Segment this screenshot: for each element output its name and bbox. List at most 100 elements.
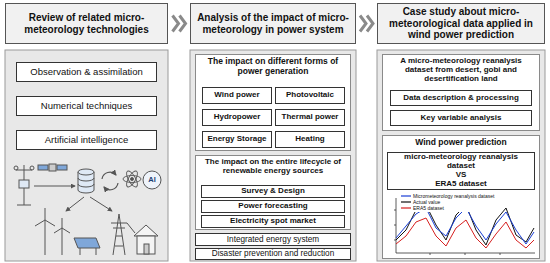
topic-box: Power forecasting [201, 200, 345, 213]
topic-box: Key variable analysis [390, 110, 532, 126]
topic-box: Data description & processing [390, 90, 532, 106]
solar-panel-icon-part [74, 238, 100, 248]
satellite-icon [38, 164, 67, 171]
solar-panel-icon [74, 238, 100, 255]
cycle-arrows-icon [102, 172, 118, 190]
flow-arrow [34, 186, 112, 211]
ai-head-icon [143, 171, 161, 189]
box-text: Data description & processing [403, 94, 519, 103]
box-text: VS [456, 171, 467, 180]
wind-turbine-icon-part [45, 220, 46, 255]
icon-label: AI [144, 175, 160, 184]
atom-icon [123, 169, 141, 188]
weather-station-icon-part [16, 170, 32, 171]
comparison-box: micro-meteorology reanalysis datasetVSER… [387, 152, 535, 190]
subpanel-ground-part [195, 155, 351, 230]
box-text: Power forecasting [238, 202, 307, 211]
database-icon-part [78, 178, 94, 181]
header-text: Analysis of the impact of micro-meteorol… [196, 12, 350, 35]
atom-icon-part [123, 176, 141, 183]
section-header: Analysis of the impact of micro-meteorol… [190, 3, 356, 44]
chart-axis-part [394, 210, 396, 211]
wind-turbine-icon [35, 208, 70, 255]
flow-arrow-part [66, 197, 84, 211]
topic-box: Numerical techniques [16, 96, 157, 116]
box-text: Thermal power [282, 113, 339, 122]
satellite-icon-part [57, 165, 67, 170]
legend-item: ERA5 dataset [401, 205, 494, 211]
chart-axis-part [396, 198, 397, 253]
box-text: Photovoltaic [286, 91, 334, 100]
cycle-arrows-icon-part [104, 183, 118, 190]
panel-heading: Wind power prediction [386, 138, 536, 148]
ai-head-icon-part [143, 171, 161, 189]
subpanel-ground [195, 54, 540, 259]
topic-box: Photovoltaic [275, 87, 345, 104]
wind-turbine-icon-part [45, 208, 46, 220]
box-text: Artificial intelligence [45, 135, 128, 145]
group-panel: The impact on the entire lifecycle of re… [195, 155, 351, 230]
atom-icon-part [124, 169, 139, 188]
box-text: micro-meteorology reanalysis dataset [391, 153, 531, 171]
topic-box: Wind power [202, 87, 272, 104]
topic-box: Integrated energy system [195, 233, 351, 246]
box-text: Survey & Design [241, 187, 305, 196]
topic-box: Heating [275, 131, 345, 148]
flow-arrow-part [34, 186, 75, 187]
wind-turbine-icon-part [45, 220, 55, 226]
atom-icon-part [124, 169, 139, 188]
section-header: Review of related micro-meteorology tech… [5, 3, 168, 44]
legend-text: Actual value [413, 199, 440, 205]
database-icon-part [78, 184, 94, 187]
weather-station-icon-part [17, 205, 31, 206]
group-panel: A micro-meteorology reanalysis dataset f… [382, 54, 540, 131]
header-text: Review of related micro-meteorology tech… [11, 12, 162, 35]
panel-heading: The impact on the entire lifecycle of re… [199, 158, 347, 176]
chevron-arrow [173, 16, 186, 32]
database-icon-part [78, 169, 94, 175]
subpanel-ground-part [382, 54, 540, 131]
topic-box: Survey & Design [201, 185, 345, 198]
chart-axis-part [500, 253, 501, 255]
box-text: Energy Storage [207, 135, 266, 144]
weather-station-icon-part [19, 180, 29, 188]
cycle-arrows-icon-part [102, 172, 116, 179]
box-text: ERA5 dataset [435, 180, 487, 189]
box-text: Key variable analysis [421, 114, 502, 123]
transmission-tower-icon [111, 214, 135, 255]
box-text: Disaster prevention and reduction [212, 249, 334, 258]
column-panel [5, 50, 545, 261]
house-icon-part [144, 244, 149, 254]
house-icon-part [137, 236, 155, 254]
solar-panel-icon-part [80, 248, 81, 255]
topic-box: Artificial intelligence [16, 130, 157, 150]
atom-icon-part [131, 178, 134, 181]
panel-heading: A micro-meteorology reanalysis dataset f… [386, 57, 536, 84]
chart-axis-part [465, 253, 466, 255]
legend-text: Micrometeorology reanalysis dataset [413, 193, 494, 199]
weather-station-icon [14, 165, 34, 205]
wind-turbine-icon-part [62, 228, 63, 255]
wind-turbine-icon-part [62, 218, 63, 228]
panel-heading: The impact on different forms of power g… [199, 57, 347, 76]
chart-legend: Micrometeorology reanalysis datasetActua… [399, 192, 496, 212]
wind-turbine-icon-part [35, 220, 45, 226]
box-text: Integrated energy system [227, 235, 319, 244]
header-text: Case study about micro-meteorological da… [383, 6, 539, 41]
chart-axis-part [394, 225, 396, 226]
topic-box: Thermal power [275, 109, 345, 126]
legend-line [401, 195, 411, 196]
box-text: Hydropower [214, 113, 261, 122]
house-icon-part [134, 225, 158, 236]
box-text: Electricity spot market [230, 217, 316, 226]
box-text: Heating [295, 135, 324, 144]
satellite-icon-part [38, 165, 48, 170]
topic-box: Disaster prevention and reduction [195, 248, 351, 260]
chevron-arrow [360, 16, 373, 32]
legend-line [401, 201, 411, 202]
group-panel: The impact on different forms of power g… [195, 54, 351, 151]
legend-line-sample [401, 200, 411, 204]
legend-line-sample [401, 194, 411, 198]
weather-station-icon-part [14, 166, 18, 170]
